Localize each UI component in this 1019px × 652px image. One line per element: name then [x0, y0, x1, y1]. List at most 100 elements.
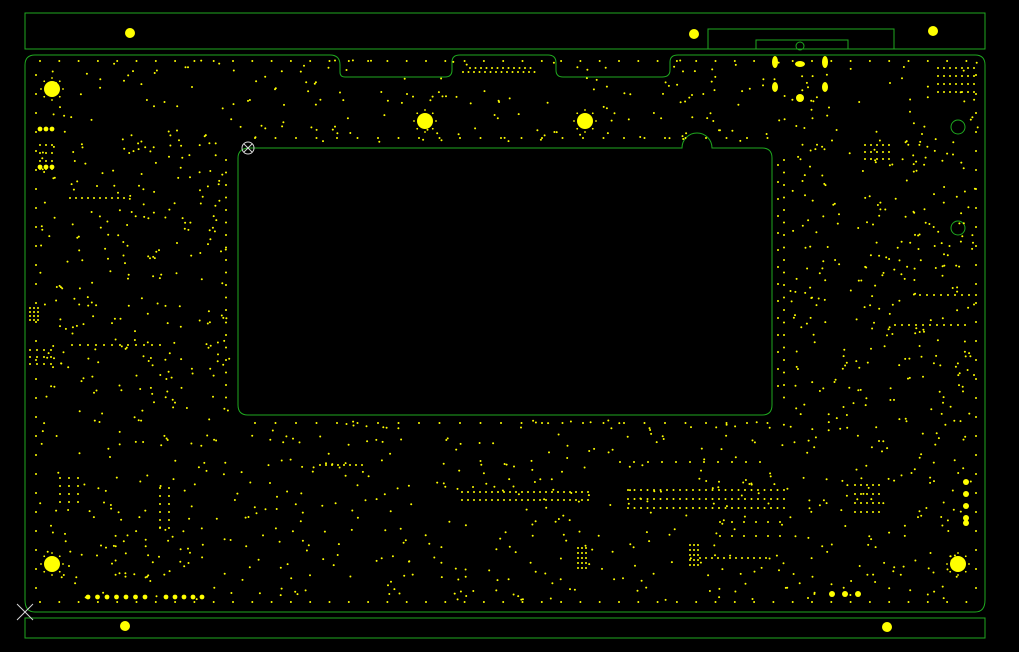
via-drill	[233, 499, 236, 501]
via-drill	[655, 441, 658, 444]
via-drill	[954, 294, 956, 296]
via-drill	[173, 202, 176, 205]
via-drill	[325, 462, 327, 465]
via-drill	[941, 585, 944, 588]
via-drill	[400, 101, 403, 104]
via-drill	[144, 146, 147, 149]
via-drill	[870, 347, 872, 350]
edge-via	[135, 601, 138, 603]
via-drill	[759, 557, 761, 559]
via-drill	[876, 144, 878, 146]
bga-via	[685, 498, 688, 500]
via-drill	[132, 70, 134, 73]
via-drill	[70, 116, 73, 119]
via-drill	[822, 387, 825, 390]
edge-via	[975, 378, 977, 380]
via-drill	[128, 197, 131, 200]
bga-via	[685, 507, 688, 509]
via-drill	[822, 215, 825, 218]
cutout-via	[746, 137, 748, 139]
via-drill	[274, 527, 277, 530]
via-drill	[856, 498, 859, 501]
via-drill	[137, 419, 140, 422]
edge-via	[579, 601, 582, 603]
via-drill	[331, 464, 333, 466]
via-drill	[254, 136, 257, 139]
edge-via	[35, 131, 37, 133]
via-drill	[865, 464, 868, 467]
via-drill	[180, 358, 183, 361]
via-drill	[78, 249, 81, 252]
via-drill	[313, 82, 316, 85]
via-drill	[866, 361, 869, 364]
via-drill	[905, 140, 908, 143]
via-drill	[171, 398, 174, 401]
via-drill	[251, 434, 254, 437]
bga-via	[672, 507, 675, 509]
via-drill	[462, 71, 464, 73]
via-drill	[319, 435, 322, 438]
edge-via	[791, 601, 794, 603]
via-drill	[904, 215, 907, 218]
via-drill	[96, 554, 98, 557]
via-drill	[744, 582, 747, 585]
via-drill	[856, 434, 859, 437]
mounting-hole-via	[946, 563, 948, 565]
via-drill	[748, 483, 751, 485]
via-drill	[29, 307, 31, 309]
via-drill	[52, 562, 55, 565]
via-drill	[55, 435, 58, 437]
via-drill	[887, 328, 890, 331]
via-drill	[963, 100, 966, 103]
via-drill	[962, 167, 965, 170]
bga-via	[672, 498, 675, 500]
usb-pin	[796, 94, 804, 102]
via-drill	[41, 157, 44, 160]
via-drill	[949, 405, 952, 408]
via-drill	[91, 375, 94, 378]
via-drill	[834, 259, 837, 261]
via-drill	[798, 582, 801, 585]
via-drill	[215, 439, 218, 442]
via-drill	[735, 557, 737, 559]
via-drill	[78, 303, 81, 306]
via-drill	[453, 592, 456, 595]
via-drill	[909, 110, 911, 113]
via-drill	[172, 478, 175, 481]
via-drill	[553, 131, 556, 133]
edge-via	[347, 60, 350, 62]
via-drill	[912, 154, 915, 157]
via-drill	[53, 216, 56, 219]
edge-via	[154, 601, 157, 603]
via-drill	[702, 93, 705, 95]
via-drill	[183, 565, 186, 568]
via-drill	[725, 434, 728, 437]
via-drill	[922, 324, 924, 326]
via-drill	[124, 575, 127, 578]
edge-via	[35, 568, 37, 570]
edge-via	[540, 60, 543, 62]
via-drill	[955, 75, 957, 77]
via-drill	[767, 521, 769, 523]
via-drill	[530, 459, 533, 462]
via-drill	[90, 211, 93, 213]
via-drill	[315, 128, 318, 131]
via-drill	[135, 374, 138, 377]
via-drill	[53, 385, 56, 388]
mounting-hole-via	[424, 109, 426, 111]
via-drill	[200, 59, 203, 62]
via-drill	[40, 442, 43, 445]
via-drill	[958, 384, 960, 387]
via-drill	[51, 168, 53, 170]
via-drill	[593, 447, 596, 450]
via-drill	[904, 417, 907, 420]
via-drill	[552, 488, 555, 491]
via-drill	[209, 238, 212, 241]
via-drill	[163, 434, 166, 437]
edge-via	[540, 601, 543, 603]
via-drill	[404, 539, 407, 542]
via-drill	[190, 505, 193, 508]
mounting-hole-via	[51, 77, 53, 79]
via-drill	[126, 244, 129, 247]
via-drill	[55, 299, 58, 302]
